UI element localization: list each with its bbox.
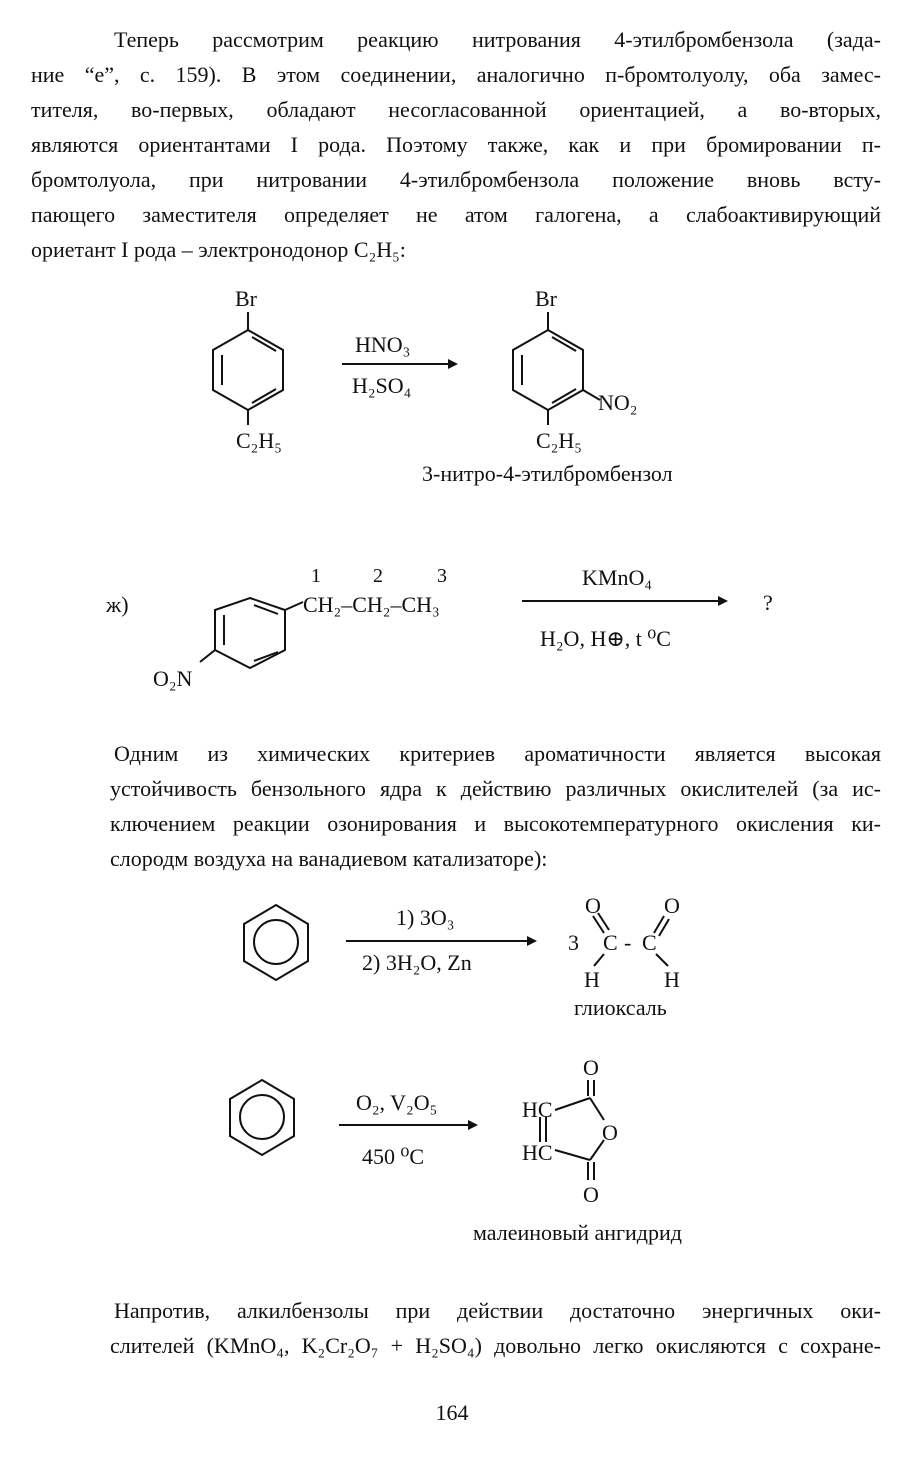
reagent-h2so4: H₂SO₄ xyxy=(352,373,411,398)
text-line: ние “е”, с. 159). В этом соединении, ана… xyxy=(31,62,881,87)
reagent-conditions: H₂O, H⊕, t ⁰C xyxy=(540,626,671,651)
carbon-number: 2 xyxy=(373,565,383,587)
reagent-kmno4: KMnO₄ xyxy=(582,565,652,590)
atom-c: C xyxy=(603,930,618,955)
reagent-step1: 1) 3O₃ xyxy=(396,905,454,930)
atom-o: O xyxy=(664,893,680,918)
reagent-hno3: HNO₃ xyxy=(355,332,410,357)
benzene-ring-reactant xyxy=(212,328,284,412)
reagent-o2-v2o5: O₂, V₂O₅ xyxy=(356,1090,437,1115)
label-br: Br xyxy=(235,286,258,311)
text-line: Одним из химических критериев ароматично… xyxy=(114,741,881,766)
atom-h: H xyxy=(584,967,600,992)
label-o2n: O₂N xyxy=(153,666,193,691)
propyl-chain: CH₂–CH₂–CH₃ xyxy=(303,592,440,617)
paragraph-3: Напротив, алкилбензолы при действии дост… xyxy=(110,1293,881,1363)
text-line: являются ориентантами I рода. Поэтому та… xyxy=(31,132,881,157)
label-ethyl: C₂H₅ xyxy=(236,428,282,453)
benzene-ring-oxidation xyxy=(229,1078,295,1157)
atom-o: O xyxy=(583,1055,599,1080)
text-line: тителя, во-первых, обладают несогласован… xyxy=(31,97,881,122)
text-line: слителей (KMnO₄, K₂Cr₂O₇ + H₂SO₄) доволь… xyxy=(110,1333,881,1358)
carbon-number: 1 xyxy=(311,565,321,587)
carbon-number: 3 xyxy=(437,565,447,587)
atom-o: O xyxy=(583,1182,599,1207)
benzene-ring-product xyxy=(512,328,584,412)
atom-o: O xyxy=(602,1120,618,1145)
reagent-temperature: 450 ⁰C xyxy=(362,1144,424,1169)
reagent-step2: 2) 3H₂O, Zn xyxy=(362,950,472,975)
product-name: малеиновый ангидрид xyxy=(473,1220,682,1245)
text-line: пающего заместителя определяет не атом г… xyxy=(31,202,881,227)
benzene-ring-ozonolysis xyxy=(243,903,309,982)
text-line: устойчивость бензольного ядра к действию… xyxy=(110,776,881,801)
page-number: 164 xyxy=(435,1400,469,1425)
text-line: ориетант I рода – электронодонор C₂H₅: xyxy=(31,237,406,262)
label-no2: NO₂ xyxy=(598,390,637,415)
coefficient: 3 xyxy=(568,930,579,955)
text-line: Теперь рассмотрим реакцию нитрования 4-э… xyxy=(114,27,881,52)
atom-hc: HC xyxy=(522,1097,553,1122)
paragraph-1: Теперь рассмотрим реакцию нитрования 4-э… xyxy=(31,22,881,267)
benzene-ring-nitropropyl xyxy=(214,596,286,670)
atom-hc: HC xyxy=(522,1140,553,1165)
item-label: ж) xyxy=(105,592,129,617)
atom-c: C xyxy=(642,930,657,955)
paragraph-2: Одним из химических критериев ароматично… xyxy=(110,736,881,876)
product-name: глиоксаль xyxy=(574,995,667,1020)
unknown-product: ? xyxy=(763,590,773,615)
text-line: Напротив, алкилбензолы при действии дост… xyxy=(114,1298,881,1323)
bond-dash: - xyxy=(624,930,631,955)
label-ethyl: C₂H₅ xyxy=(536,428,582,453)
product-name: 3-нитро-4-этилбромбензол xyxy=(422,461,673,486)
text-line: слородм воздуха на ванадиевом катализато… xyxy=(110,846,548,871)
atom-h: H xyxy=(664,967,680,992)
atom-o: O xyxy=(585,893,601,918)
text-line: ключением реакции озонирования и высокот… xyxy=(110,811,881,836)
label-br: Br xyxy=(535,286,558,311)
text-line: бромтолуола, при нитровании 4-этилбромбе… xyxy=(31,167,881,192)
